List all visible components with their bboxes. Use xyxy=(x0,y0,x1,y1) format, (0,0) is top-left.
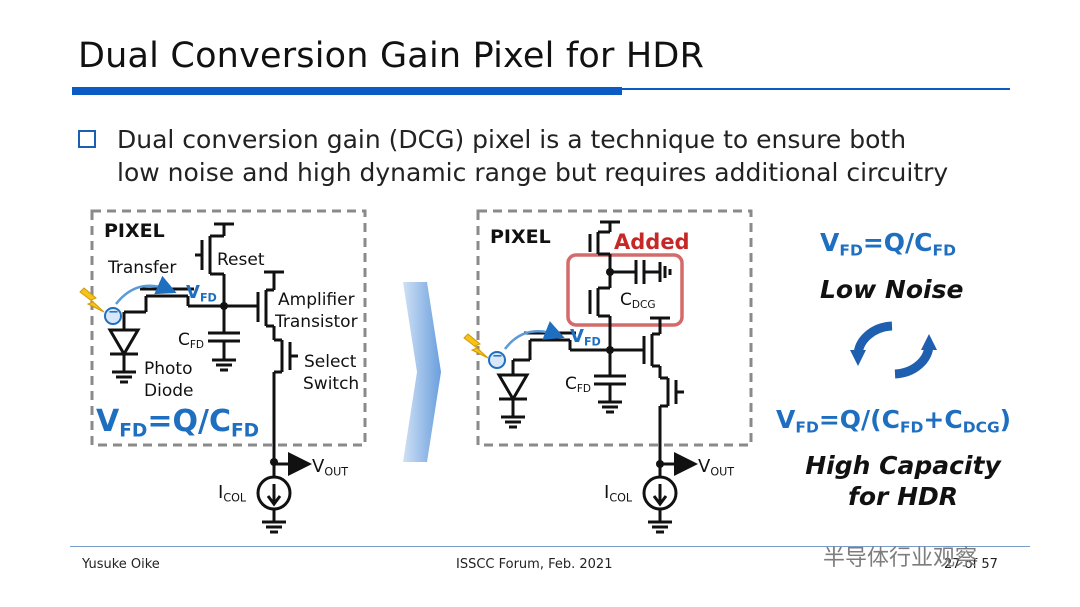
added-label: Added xyxy=(614,230,690,254)
right-vout-label: VOUT xyxy=(698,456,735,479)
photo-label: Photo xyxy=(144,359,193,379)
reset-label: Reset xyxy=(217,250,265,270)
left-vfd-label: VFD xyxy=(186,282,217,305)
right-circuit xyxy=(496,220,684,534)
bullet-line-2: low noise and high dynamic range but req… xyxy=(117,158,949,187)
left-circuit xyxy=(107,222,300,534)
right-cfd-label: CFD xyxy=(565,374,592,396)
watermark: 半导体行业观察 xyxy=(823,546,978,571)
left-icol-label: ICOL xyxy=(218,482,247,505)
electron-icon-right xyxy=(488,351,506,369)
slide-title: Dual Conversion Gain Pixel for HDR xyxy=(78,36,705,76)
title-rule-thin xyxy=(622,88,1010,90)
left-cfd-label: CFD xyxy=(178,330,205,352)
cdcg-label: CDCG xyxy=(620,290,656,312)
electron-icon xyxy=(104,307,122,325)
left-formula: VFD=Q/CFD xyxy=(96,404,260,442)
left-pixel-label: PIXEL xyxy=(104,220,165,242)
right-pixel-box xyxy=(476,209,753,447)
bullet-square-icon xyxy=(78,130,96,148)
light-bolt-icon xyxy=(79,287,105,313)
amplifier-label-2: Transistor xyxy=(275,312,358,332)
diode-label: Diode xyxy=(144,381,194,401)
select-label: Select xyxy=(304,352,357,372)
left-vout-label: VOUT xyxy=(312,456,349,479)
transfer-label: Transfer xyxy=(108,258,177,278)
right-icol-label: ICOL xyxy=(604,482,633,505)
light-bolt-icon-right xyxy=(463,333,489,359)
left-pixel-box xyxy=(90,209,367,447)
footer-author: Yusuke Oike xyxy=(82,557,160,572)
switch-label: Switch xyxy=(303,374,360,394)
footer-page: 27 of 57 xyxy=(944,557,998,572)
low-noise-label: Low Noise xyxy=(820,275,964,304)
footer-event: ISSCC Forum, Feb. 2021 xyxy=(456,557,613,572)
cycle-arrows-icon xyxy=(850,321,937,379)
right-pixel-label: PIXEL xyxy=(490,226,551,248)
bullet-text: Dual conversion gain (DCG) pixel is a te… xyxy=(117,123,1047,189)
right-electron-sign: − xyxy=(492,349,503,364)
amplifier-label-1: Amplifier xyxy=(278,290,355,310)
title-rule-thick xyxy=(72,87,622,95)
right-vfd-label: VFD xyxy=(570,326,601,349)
left-electron-sign: − xyxy=(108,305,119,320)
footer-rule xyxy=(70,546,1030,547)
bullet-line-1: Dual conversion gain (DCG) pixel is a te… xyxy=(117,125,907,154)
added-dcg-box xyxy=(566,253,684,327)
side-formula-low-noise: VFD=Q/CFD xyxy=(820,228,956,260)
side-formula-high-capacity: VFD=Q/(CFD+CDCG) xyxy=(776,405,1012,437)
transition-arrow-icon xyxy=(403,282,441,462)
